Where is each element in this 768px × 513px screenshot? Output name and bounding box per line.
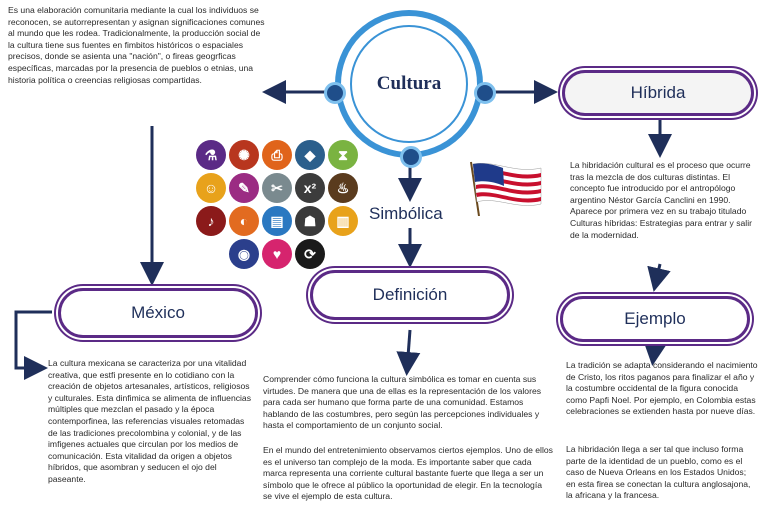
definicion-text-1: Comprender cómo funciona la cultura simb… <box>263 374 542 431</box>
flame-icon: ♨ <box>328 173 358 203</box>
intro-text: Es una elaboración comunitaria mediante … <box>8 5 265 85</box>
center-inner-ring: Cultura <box>350 25 468 143</box>
connector-dot-left <box>324 82 346 104</box>
connector-dot-right <box>474 82 496 104</box>
bar-chart-icon: ▥ <box>328 206 358 236</box>
cells-icon: ✺ <box>229 140 259 170</box>
fish-icon: ◐ <box>229 206 259 236</box>
test-tubes-icon: ⚗ <box>196 140 226 170</box>
arrow-ejemplo-to-text <box>643 340 668 366</box>
eye-icon: ◉ <box>229 239 259 269</box>
africa-map-icon: ◆ <box>295 140 325 170</box>
book-icon: ▤ <box>262 206 292 236</box>
printer-icon: ⎙ <box>262 140 292 170</box>
definicion-text-2: En el mundo del entretenimiento observam… <box>263 445 553 502</box>
definicion-label: Definición <box>372 285 448 304</box>
ejemplo-text-1: La tradición se adapta considerando el n… <box>566 360 758 417</box>
mexico-label: México <box>131 303 185 322</box>
hibrida-node: Híbrida <box>562 70 754 116</box>
paint-brushes-icon: ✎ <box>229 173 259 203</box>
connector-dot-bottom <box>400 146 422 168</box>
dna-icon: ⧗ <box>328 140 358 170</box>
wrench-icon: ✂ <box>262 173 292 203</box>
ejemplo-text-2: La hibridación llega a ser tal que inclu… <box>566 444 751 501</box>
hibrida-label: Híbrida <box>630 83 686 102</box>
ejemplo-label: Ejemplo <box>624 309 686 328</box>
bag-icon: ☗ <box>295 206 325 236</box>
heart-icon: ♥ <box>262 239 292 269</box>
arrow-definicion-to-text <box>396 329 421 376</box>
definicion-node: Definición <box>310 270 510 320</box>
simbolica-label: Simbólica <box>369 204 443 223</box>
ejemplo-node: Ejemplo <box>560 296 750 342</box>
mexico-node: México <box>58 288 258 338</box>
mexico-text: La cultura mexicana se caracteriza por u… <box>48 358 252 484</box>
center-title: Cultura <box>376 73 442 94</box>
arrow-hibrida-text-to-ejemplo <box>647 263 671 292</box>
recycle-icon: ⟳ <box>295 239 325 269</box>
center-circle: Cultura <box>335 10 483 158</box>
music-note-icon: ♪ <box>196 206 226 236</box>
head-gears-icon: ☺ <box>196 173 226 203</box>
arrow-mexico-to-text <box>14 310 52 380</box>
usa-flag-icon <box>470 161 542 216</box>
hibrida-text: La hibridación cultural es el proceso qu… <box>570 160 752 240</box>
formula-icon: x² <box>295 173 325 203</box>
